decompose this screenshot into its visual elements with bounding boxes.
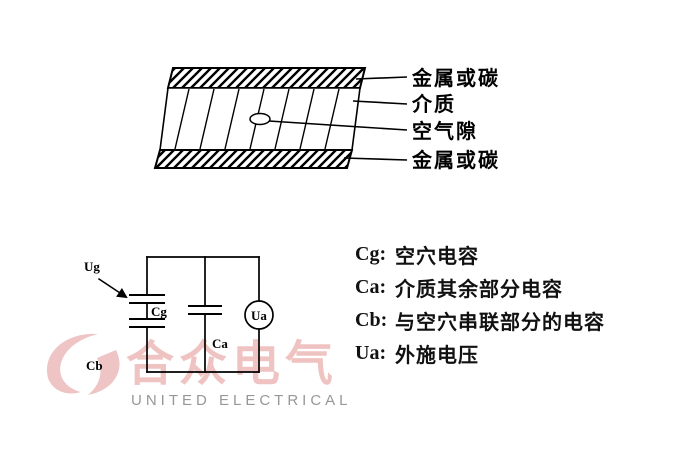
legend-symbol: Ua:: [355, 342, 387, 364]
legend-row-ca: Ca: 介质其余部分电容: [355, 271, 605, 304]
ca-label: Ca: [212, 336, 228, 351]
capacitor-cross-section: 金属或碳 介质 空气隙 金属或碳: [153, 66, 500, 172]
capacitor-ca: [188, 305, 222, 315]
label-bottom-electrode: 金属或碳: [411, 148, 500, 172]
label-dielectric: 介质: [411, 92, 456, 116]
label-top-electrode: 金属或碳: [411, 66, 500, 90]
ug-arrow: [97, 277, 128, 299]
watermark-brand-en: UNITED ELECTRICAL: [131, 392, 352, 409]
legend-symbol: Cb:: [355, 309, 388, 331]
ug-label: Ug: [84, 259, 100, 274]
capacitor-cg: [129, 294, 165, 304]
legend-row-cg: Cg: 空穴电容: [355, 238, 605, 271]
legend-symbol: Cg:: [355, 243, 387, 265]
legend-text: 介质其余部分电容: [395, 279, 563, 301]
electrode-bottom-layer: [153, 149, 354, 169]
legend: Cg: 空穴电容 Ca: 介质其余部分电容 Cb: 与空穴串联部分的电容 Ua:…: [355, 238, 605, 370]
equivalent-circuit: Ua Ug Cg Ca Cb: [84, 256, 274, 373]
ua-label: Ua: [251, 308, 267, 323]
cg-label: Cg: [151, 304, 167, 319]
legend-text: 外施电压: [395, 345, 479, 367]
label-air-gap: 空气隙: [412, 119, 478, 143]
cb-label: Cb: [86, 358, 103, 373]
legend-symbol: Ca:: [355, 276, 387, 298]
voltage-source-ua: [244, 300, 274, 330]
circuit-wires: [146, 256, 260, 373]
legend-text: 空穴电容: [395, 246, 479, 268]
legend-row-ua: Ua: 外施电压: [355, 337, 605, 370]
watermark-brand-cn: 合众电气: [126, 338, 339, 391]
capacitor-cb: [129, 318, 165, 328]
legend-text: 与空穴串联部分的电容: [395, 312, 605, 334]
air-gap-ellipse: [249, 112, 271, 126]
leader-lines: [268, 76, 408, 161]
electrode-top-layer: [166, 67, 367, 89]
legend-row-cb: Cb: 与空穴串联部分的电容: [355, 304, 605, 337]
watermark-logo-icon: [47, 333, 120, 395]
dielectric-hatch-lines: [174, 88, 340, 150]
